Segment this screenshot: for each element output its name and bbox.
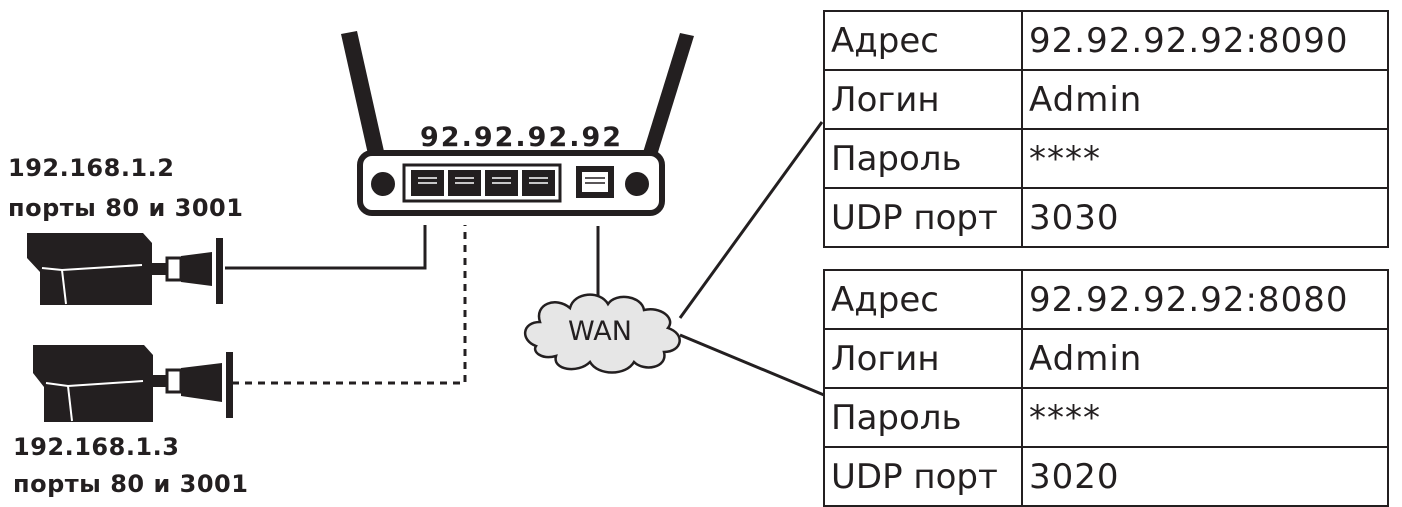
antenna-left-icon (341, 31, 390, 181)
address-value: 92.92.92.92:8080 (1021, 269, 1389, 330)
login-value: Admin (1021, 69, 1389, 130)
router-ip-label: 92.92.92.92 (420, 122, 624, 153)
table-row: Логин Admin (823, 69, 1389, 130)
table-row: UDP порт 3020 (823, 446, 1389, 507)
table-row: UDP порт 3030 (823, 187, 1389, 248)
table-row: Логин Admin (823, 328, 1389, 389)
camera1-ip-label: 192.168.1.2 (8, 154, 175, 182)
connections (225, 121, 825, 397)
credentials-table-2: Адрес 92.92.92.92:8080 Логин Admin Парол… (823, 269, 1389, 507)
login-value: Admin (1021, 328, 1389, 389)
wan-cloud-icon (524, 293, 681, 374)
table-row: Адрес 92.92.92.92:8080 (823, 269, 1389, 330)
login-key: Логин (823, 69, 1023, 130)
udp-port-value: 3020 (1021, 446, 1389, 507)
udp-port-value: 3030 (1021, 187, 1389, 248)
table-row: Пароль **** (823, 387, 1389, 448)
camera1-cable (225, 225, 427, 270)
lan-port-pins (418, 177, 548, 184)
password-key: Пароль (823, 128, 1023, 189)
address-key: Адрес (823, 269, 1023, 330)
login-key: Логин (823, 328, 1023, 389)
camera2-cable (232, 225, 467, 385)
link-to-table2 (679, 333, 825, 397)
router (341, 31, 694, 216)
camera-connector-icon (181, 252, 212, 286)
password-value: **** (1021, 387, 1389, 448)
table-row: Пароль **** (823, 128, 1389, 189)
camera2-ip-label: 192.168.1.3 (13, 433, 180, 461)
antenna-base-right-icon (623, 170, 651, 198)
password-key: Пароль (823, 387, 1023, 448)
address-key: Адрес (823, 10, 1023, 71)
udp-port-key: UDP порт (823, 187, 1023, 248)
antenna-base-left-icon (369, 170, 397, 198)
antenna-right-icon (636, 33, 694, 178)
camera-1 (27, 233, 223, 305)
udp-port-key: UDP порт (823, 446, 1023, 507)
camera1-ports-label: порты 80 и 3001 (8, 194, 244, 222)
link-to-table1 (678, 121, 824, 319)
address-value: 92.92.92.92:8090 (1021, 10, 1389, 71)
camera-2 (33, 345, 233, 422)
wan-label: WAN (568, 316, 632, 347)
camera-connector-icon (181, 363, 222, 402)
credentials-table-1: Адрес 92.92.92.92:8090 Логин Admin Парол… (823, 10, 1389, 248)
wan-port-inner (582, 172, 608, 192)
table-row: Адрес 92.92.92.92:8090 (823, 10, 1389, 71)
password-value: **** (1021, 128, 1389, 189)
camera2-ports-label: порты 80 и 3001 (13, 470, 249, 498)
